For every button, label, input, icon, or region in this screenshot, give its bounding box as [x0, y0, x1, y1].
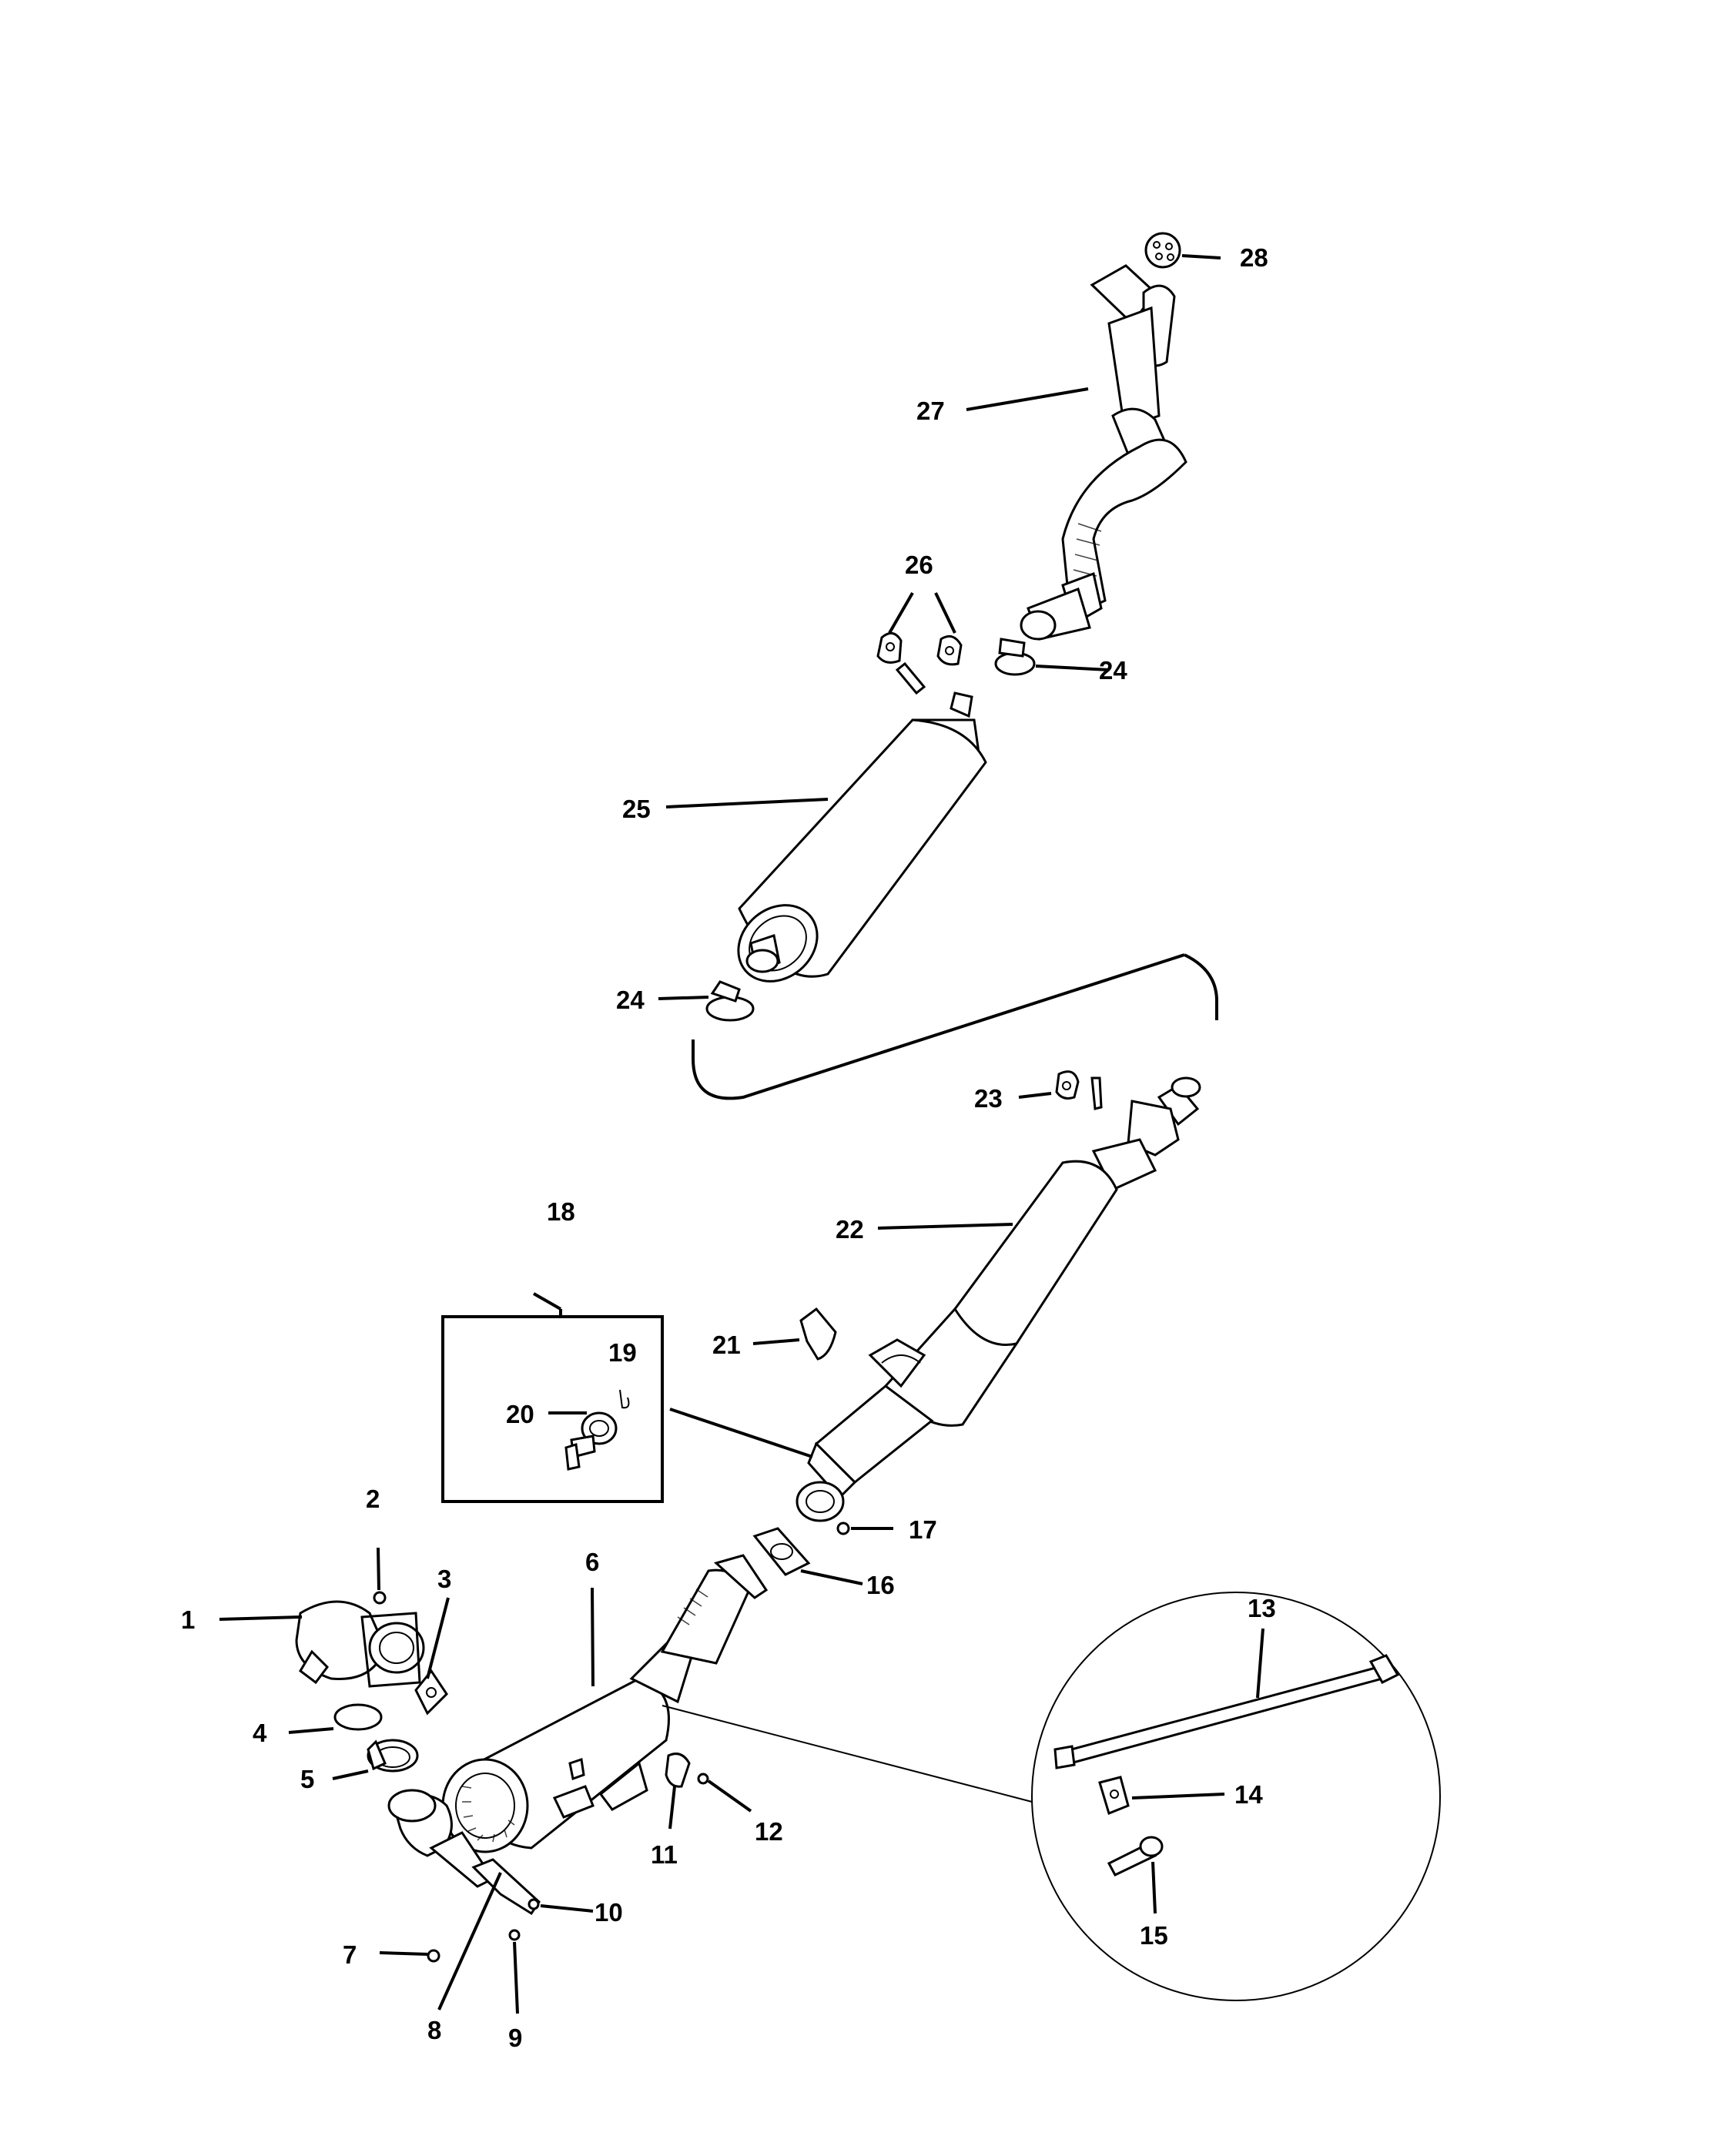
- callout-27: 27: [916, 397, 945, 425]
- callout-9: 9: [508, 2024, 522, 2052]
- isolator-part-26-left[interactable]: [876, 631, 903, 664]
- callout-15: 15: [1140, 1921, 1168, 1950]
- callout-18: 18: [547, 1197, 575, 1226]
- seal-ring-part-4[interactable]: [333, 1703, 383, 1731]
- callout-24-lower: 24: [616, 986, 645, 1014]
- callout-5: 5: [300, 1765, 314, 1793]
- sensor-tube-part-13[interactable]: [1053, 1654, 1400, 1769]
- callout-12: 12: [755, 1817, 783, 1846]
- detail-view-circle: [1031, 1592, 1441, 2001]
- nut-part-2[interactable]: [373, 1591, 387, 1605]
- callout-3: 3: [437, 1565, 451, 1593]
- callout-20: 20: [506, 1400, 534, 1428]
- callout-26: 26: [905, 551, 933, 579]
- nut-part-7[interactable]: [427, 1949, 440, 1963]
- callout-16: 16: [866, 1571, 895, 1599]
- clamp-part-24-lower[interactable]: [705, 980, 755, 1022]
- clamp-part-24-upper[interactable]: [994, 638, 1036, 676]
- isolator-part-28[interactable]: [1144, 232, 1181, 269]
- bracket-part-21[interactable]: [799, 1307, 837, 1361]
- fitting-part-15[interactable]: [1107, 1836, 1164, 1876]
- callout-6: 6: [585, 1548, 599, 1576]
- callout-22: 22: [836, 1215, 864, 1244]
- callout-labels: 28 27 26 24 25 24 23 18 22 19 21 20 17 2…: [181, 243, 1276, 2052]
- callout-24-upper: 24: [1099, 656, 1127, 685]
- callout-14: 14: [1234, 1780, 1263, 1809]
- clip-part-14[interactable]: [1098, 1776, 1130, 1816]
- callout-17: 17: [909, 1515, 937, 1544]
- nut-part-17[interactable]: [836, 1522, 850, 1535]
- tailpipe-part-27[interactable]: [1020, 264, 1187, 641]
- nut-part-10[interactable]: [528, 1898, 540, 1910]
- callout-4: 4: [253, 1719, 267, 1747]
- leader-lines: [219, 254, 1264, 2014]
- callout-11: 11: [651, 1840, 678, 1869]
- callout-2: 2: [366, 1485, 380, 1513]
- elbow-pipe-part-1[interactable]: [295, 1600, 425, 1688]
- bolt-part-12[interactable]: [697, 1773, 709, 1785]
- clamp-part-5[interactable]: [367, 1739, 419, 1773]
- clip-part-19[interactable]: [619, 1389, 630, 1409]
- callout-10: 10: [595, 1898, 623, 1927]
- diesel-particulate-filter-part-6[interactable]: [387, 1554, 769, 1888]
- gasket-part-3[interactable]: [414, 1669, 448, 1716]
- callout-1: 1: [181, 1605, 195, 1634]
- callout-25: 25: [622, 795, 651, 823]
- bolt-part-9[interactable]: [508, 1929, 521, 1941]
- callout-8: 8: [427, 2016, 441, 2044]
- muffler-part-25[interactable]: [723, 661, 987, 997]
- sensor-part-20[interactable]: [564, 1411, 618, 1471]
- detail-leader-line: [662, 1705, 1033, 1803]
- assembly-connector-curve: [692, 953, 1218, 1100]
- isolator-part-26-right[interactable]: [936, 634, 963, 666]
- isolator-part-23[interactable]: [1055, 1070, 1103, 1110]
- clip-part-11[interactable]: [665, 1753, 691, 1788]
- callout-7: 7: [343, 1940, 357, 1969]
- callout-23: 23: [974, 1084, 1003, 1113]
- callout-13: 13: [1248, 1594, 1276, 1622]
- callout-21: 21: [712, 1331, 741, 1359]
- callout-28: 28: [1240, 243, 1268, 272]
- pipe-assembly-part-22[interactable]: [796, 1076, 1201, 1522]
- sensor-kit-box-part-18[interactable]: [441, 1315, 664, 1503]
- callout-19: 19: [608, 1338, 637, 1367]
- gasket-part-16[interactable]: [752, 1527, 811, 1576]
